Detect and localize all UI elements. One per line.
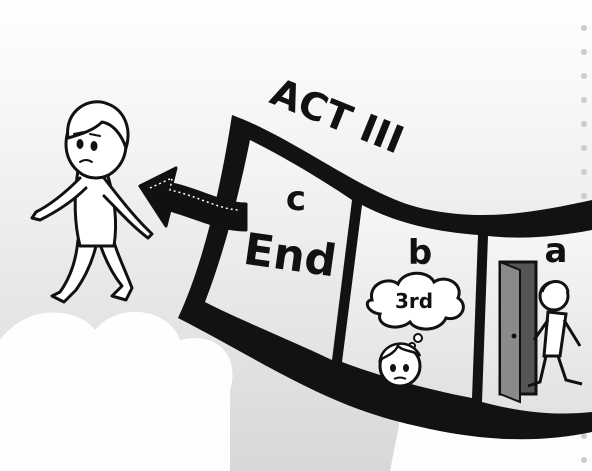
door-icon <box>498 260 538 404</box>
frame-b-letter: b <box>408 233 432 273</box>
walking-boy-icon <box>30 100 154 304</box>
back-arrow-icon <box>138 166 248 232</box>
boy-in-doorway-icon <box>527 280 583 388</box>
thought-bubble-text: 3rd <box>395 289 433 313</box>
thinking-boy-head-icon <box>378 342 422 388</box>
frame-c-letter: c <box>286 179 306 219</box>
film-frame-c <box>205 140 352 360</box>
frame-a-letter: a <box>545 231 568 271</box>
